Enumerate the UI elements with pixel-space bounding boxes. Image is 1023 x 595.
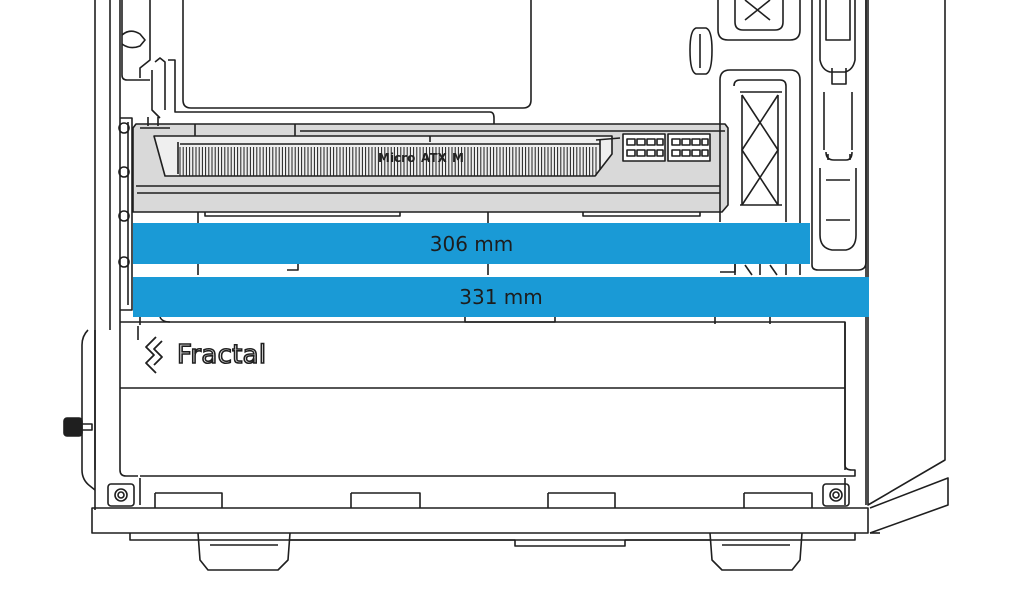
case-base [91, 478, 869, 541]
right-side-panel [865, 0, 949, 534]
clearance-bar-331: 331 mm [133, 277, 869, 317]
upper-bay [168, 0, 532, 124]
top-left-bracket [121, 0, 166, 119]
case-frame-left [81, 0, 138, 510]
clearance-label-306: 306 mm [429, 231, 514, 256]
graphics-card [132, 117, 729, 217]
fractal-logo-mark [145, 336, 163, 374]
right-bracket [689, 0, 801, 276]
brand-wordmark: Fractal [176, 339, 267, 371]
clearance-bar-306: 306 mm [133, 223, 810, 264]
card-label-left: Micro [378, 151, 416, 165]
fan-rail [811, 0, 867, 271]
case-feet [197, 532, 803, 571]
card-label-right: M [452, 151, 464, 165]
clearance-label-331: 331 mm [459, 285, 543, 309]
expansion-slot-lobes [118, 117, 133, 311]
card-heatsink-fins [179, 147, 597, 176]
card-label-mid: ATX [421, 151, 447, 165]
psu-shroud [120, 321, 856, 477]
thumbscrew [63, 417, 93, 437]
